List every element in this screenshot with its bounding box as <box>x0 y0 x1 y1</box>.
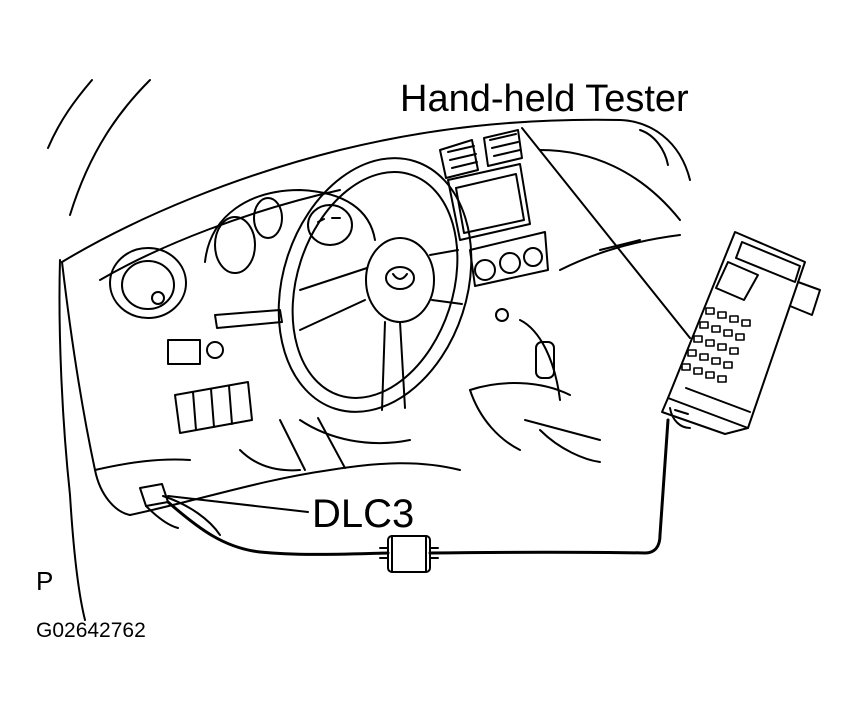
steering-column <box>214 309 411 445</box>
hand-held-tester-device <box>661 231 821 435</box>
dashboard-outline <box>58 118 691 621</box>
tester-leader-line <box>521 127 691 339</box>
lower-dash <box>239 417 346 472</box>
dlc3-leader-line <box>167 495 309 513</box>
center-console <box>439 129 549 322</box>
gear-shift <box>469 319 601 463</box>
left-air-vent <box>109 247 187 319</box>
leader-lines <box>167 127 691 513</box>
windshield-pillar <box>47 79 151 216</box>
dlc3-label: DLC3 <box>312 492 415 536</box>
cable-module <box>379 535 439 573</box>
steering-wheel <box>277 157 473 413</box>
corner-mark: P <box>36 566 54 596</box>
passenger-dash <box>539 129 681 271</box>
hand-held-tester-label: Hand-held Tester <box>400 78 689 120</box>
tester-cable <box>166 418 670 556</box>
figure-id: G02642762 <box>36 619 146 642</box>
left-switch-panel <box>167 339 253 434</box>
